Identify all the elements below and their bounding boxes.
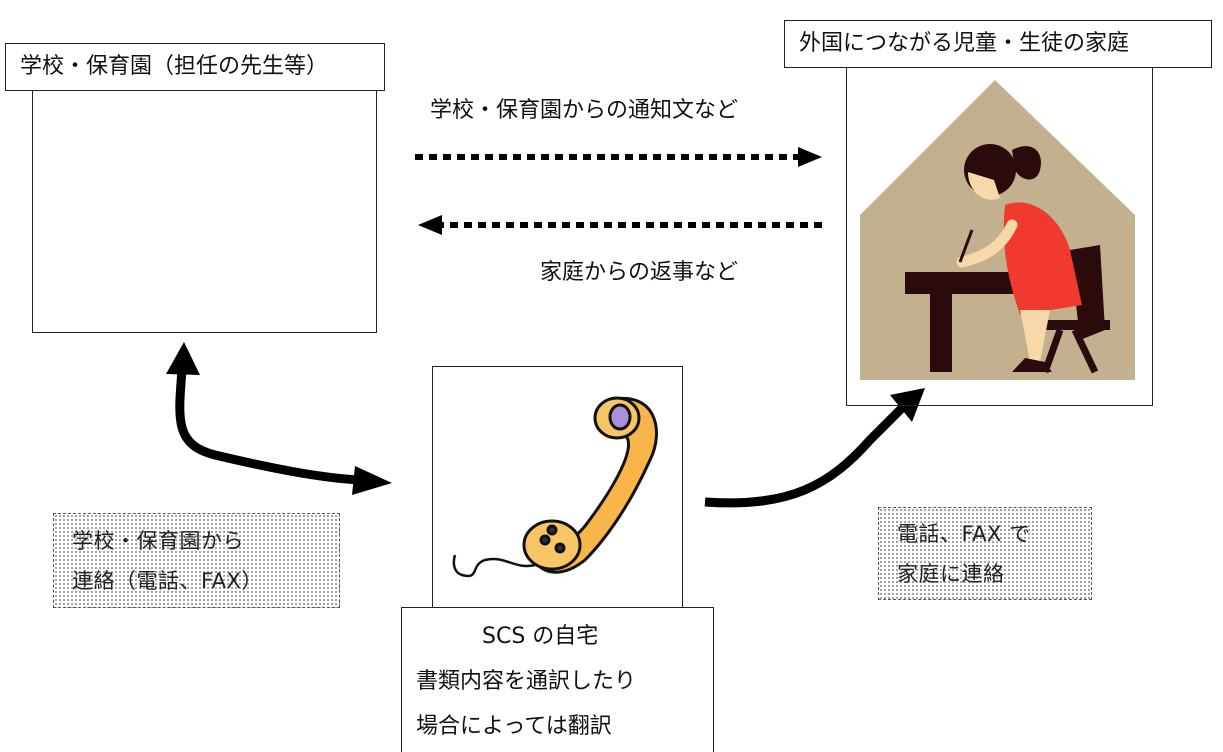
contact-left-line1: 学校・保育園から — [72, 529, 244, 553]
phone-image-frame — [432, 366, 683, 610]
contact-left-line2: 連絡（電話、FAX） — [72, 569, 263, 593]
telephone-handset-icon — [452, 396, 658, 578]
contact-left-box: 学校・保育園から 連絡（電話、FAX） — [53, 513, 340, 608]
school-image-frame — [32, 85, 377, 333]
school-image-box — [32, 85, 377, 333]
arrow-label-to-home: 学校・保育園からの通知文など — [430, 98, 739, 123]
arrow-school-to-home — [415, 147, 822, 167]
student-writing-icon — [860, 80, 1135, 380]
arrow-home-to-school — [418, 215, 822, 235]
arrow-label-to-school: 家庭からの返事など — [540, 260, 739, 285]
contact-right-box: 電話、FAX で 家庭に連絡 — [878, 507, 1092, 600]
contact-right-line2: 家庭に連絡 — [897, 562, 1005, 586]
scs-line2: 場合によっては翻訳 — [416, 714, 612, 739]
home-label: 外国につながる児童・生徒の家庭 — [799, 31, 1130, 56]
home-image-frame — [846, 63, 1153, 406]
scs-title: SCS の自宅 — [482, 624, 599, 649]
school-label: 学校・保育園（担任の先生等） — [20, 54, 329, 79]
home-label-box: 外国につながる児童・生徒の家庭 — [784, 20, 1212, 68]
arrow-school-phone — [166, 342, 392, 495]
scs-line1: 書類内容を通訳したり — [416, 669, 637, 694]
contact-right-line1: 電話、FAX で — [897, 522, 1031, 546]
scs-box: SCS の自宅 書類内容を通訳したり 場合によっては翻訳 — [401, 607, 714, 752]
school-label-box: 学校・保育園（担任の先生等） — [5, 43, 385, 91]
